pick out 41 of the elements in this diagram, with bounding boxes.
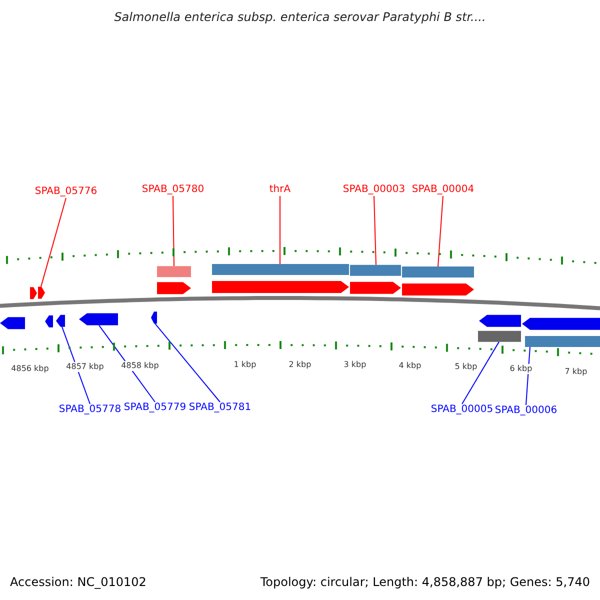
gene-feature [350, 264, 401, 276]
leader-line [374, 196, 376, 266]
tick-label: 6 kbp [508, 364, 534, 374]
gene-label: SPAB_05781 [188, 403, 252, 413]
gene-feature [478, 330, 521, 342]
leader-line [438, 196, 444, 267]
gene-label: SPAB_05778 [58, 405, 122, 415]
tick-label: 4856 kbp [10, 364, 50, 374]
tick-label: 4857 kbp [65, 362, 105, 372]
leader-line [62, 326, 90, 404]
leader-line [462, 341, 500, 404]
gene-label: SPAB_00005 [430, 405, 494, 415]
gene-label: SPAB_00006 [494, 406, 558, 416]
footer-text: Topology: circular; Length: 4,858,887 bp; Genes: 5,740 [260, 576, 590, 588]
gene-feature [38, 286, 45, 299]
tick-label: 1 kbp [232, 360, 258, 370]
tick-label: 4 kbp [398, 361, 422, 371]
gene-label: SPAB_05776 [34, 187, 98, 197]
gene-label: SPAB_05780 [142, 185, 204, 195]
gene-label: SPAB_00003 [342, 185, 406, 195]
gene-feature [157, 266, 191, 278]
gene-feature [151, 312, 157, 324]
tick-label: 7 kbp [564, 367, 588, 377]
footer-text: Accession: NC_010102 [10, 576, 146, 588]
leader-line [154, 323, 220, 402]
tick-label: 5 kbp [454, 362, 478, 372]
tick-label: 2 kbp [288, 360, 312, 370]
tick-label: 3 kbp [342, 360, 368, 370]
gene-label: thrA [269, 185, 291, 195]
gene-feature [525, 336, 600, 347]
leader-line [98, 324, 156, 402]
gene-feature [402, 266, 474, 278]
leader-line [40, 198, 66, 288]
gene-label: SPAB_05779 [124, 403, 186, 413]
tick-label: 4858 kbp [120, 361, 160, 371]
gene-label: SPAB_00004 [412, 185, 474, 195]
gene-feature [56, 314, 65, 327]
leader-line [172, 196, 174, 267]
chart-title: Salmonella enterica subsp. enterica serovar Paratyphi B str.... [114, 11, 486, 23]
gene-feature [212, 264, 349, 275]
gene-feature [79, 313, 118, 326]
